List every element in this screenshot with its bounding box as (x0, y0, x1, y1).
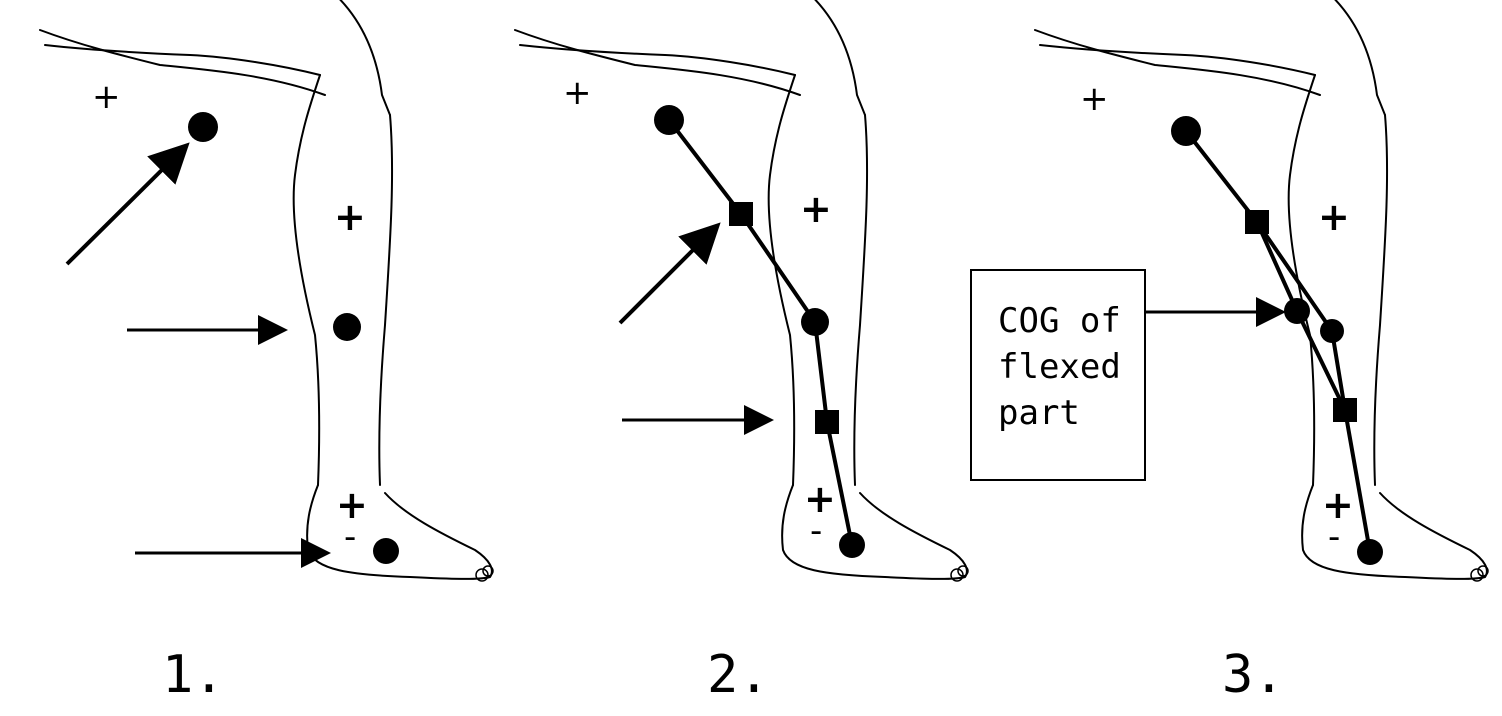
force-arrow-upper (618, 222, 721, 325)
panel-3: + + + - COG of flexed part 3. (970, 0, 1489, 705)
combined-cog-square-upper (729, 202, 753, 226)
plus-sign-hip: + (563, 73, 592, 113)
cog-shank-marker (1320, 319, 1344, 343)
panel-label-2: 2. (707, 645, 770, 705)
cog-foot-marker (839, 532, 865, 558)
cog-shank-marker (801, 308, 829, 336)
combined-segment-line-lower (1295, 309, 1347, 412)
minus-sign-ankle: - (1328, 517, 1340, 557)
minus-sign-ankle: - (810, 511, 822, 551)
plus-sign-ankle: + (1322, 483, 1354, 527)
annotation-line-1: COG of (998, 301, 1121, 341)
cog-thigh-marker (188, 112, 218, 142)
cog-thigh-marker (1171, 116, 1201, 146)
plus-sign-knee: + (334, 195, 366, 239)
plus-sign-ankle: + (336, 483, 368, 527)
combined-cog-square-upper (1245, 210, 1269, 234)
combined-segment-line (1255, 220, 1299, 313)
plus-sign-knee: + (1318, 195, 1350, 239)
plus-sign-ankle: + (804, 477, 836, 521)
combined-cog-square-lower (815, 410, 839, 434)
cog-foot-marker (1357, 539, 1383, 565)
annotation-box (970, 269, 1146, 481)
cog-shank-marker (333, 313, 361, 341)
annotation-line-2: flexed (998, 347, 1121, 387)
panel-1: + + + - 1. (39, 0, 494, 705)
panel-label-1: 1. (162, 645, 225, 705)
panel-label-3: 3. (1222, 645, 1285, 705)
annotation-line-3: part (998, 393, 1080, 433)
cog-thigh-marker (654, 105, 684, 135)
cog-flexed-part-marker (1284, 298, 1310, 324)
combined-cog-square-lower (1333, 398, 1357, 422)
cog-foot-marker (373, 538, 399, 564)
plus-sign-knee: + (800, 187, 832, 231)
plus-sign-hip: + (92, 77, 121, 117)
force-arrow-thigh (65, 142, 190, 266)
plus-sign-hip: + (1080, 79, 1109, 119)
minus-sign-ankle: - (344, 517, 356, 557)
panel-2: + + + - 2. (514, 0, 969, 705)
